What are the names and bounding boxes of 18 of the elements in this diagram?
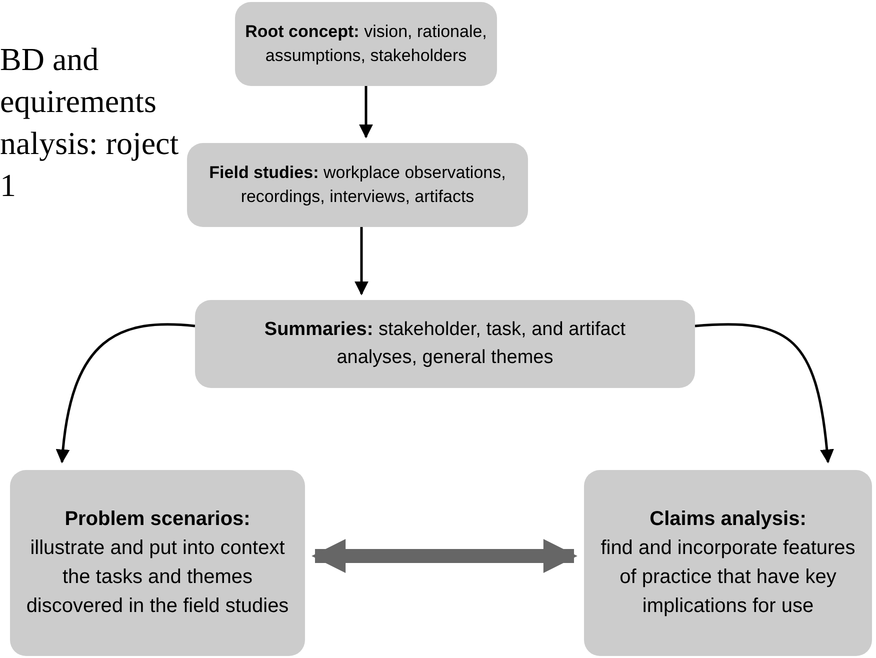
process-box — [187, 143, 528, 227]
box-heading: Problem scenarios: — [64, 507, 250, 532]
box-text: find and incorporate features of practice that have key implications for use — [600, 536, 856, 619]
double-arrow — [312, 539, 578, 573]
arrow — [694, 323, 834, 464]
process-box — [10, 470, 305, 656]
box-heading: Claims analysis: — [650, 507, 806, 532]
arrow — [354, 227, 368, 296]
box-text: illustrate and put into context the tasks and themes discovered in the field studies — [25, 536, 290, 619]
box-text: Field studies: workplace observations, recordings, interviews, artifacts — [208, 162, 507, 208]
arrow — [359, 86, 373, 138]
process-box — [195, 300, 695, 388]
process-box — [584, 470, 872, 656]
process-box — [235, 2, 497, 86]
arrow — [56, 323, 196, 464]
box-text: Summaries: stakeholder, task, and artifact analyses, general themes — [263, 318, 627, 370]
slide-title: BD and equirements nalysis: roject 1 — [0, 40, 180, 205]
box-text: Root concept: vision, rationale, assumptions, stakeholders — [244, 21, 488, 67]
